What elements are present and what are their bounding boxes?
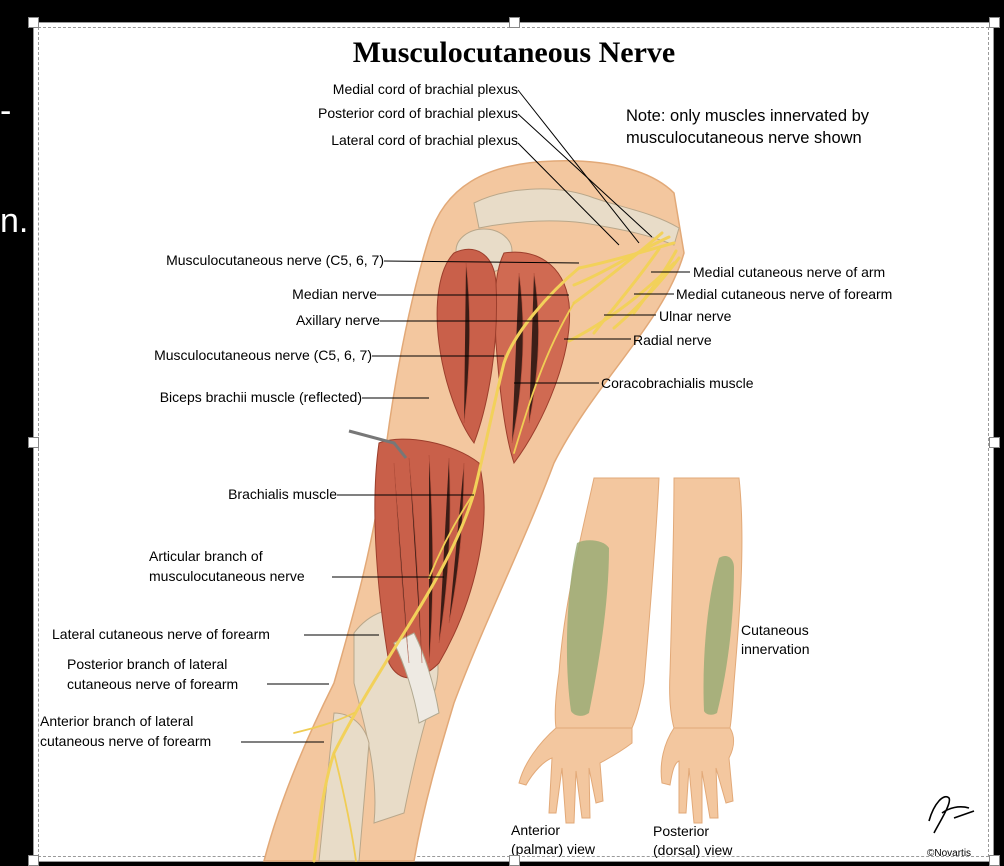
figure-title: Musculocutaneous Nerve xyxy=(353,36,675,69)
label-cutaneous: Cutaneous xyxy=(741,622,809,638)
innervation-region-posterior xyxy=(703,556,734,715)
musculocutaneous-nerve xyxy=(312,266,581,863)
label-palmar-view: (palmar) view xyxy=(511,841,596,857)
posterior-branch-nerve xyxy=(293,712,355,734)
label-biceps-brachii: Biceps brachii muscle (reflected) xyxy=(160,389,362,405)
label-coracobrachialis: Coracobrachialis muscle xyxy=(601,375,754,391)
label-posterior-branch-2: cutaneous nerve of forearm xyxy=(67,676,238,692)
articular-branch xyxy=(428,492,475,579)
resize-handle-left[interactable] xyxy=(28,437,39,448)
leader-lines xyxy=(241,89,690,743)
label-medial-cutaneous-arm: Medial cutaneous nerve of arm xyxy=(693,264,885,280)
label-medial-cutaneous-forearm: Medial cutaneous nerve of forearm xyxy=(676,286,892,302)
resize-handle-top-left[interactable] xyxy=(28,17,39,28)
forearm-posterior-view xyxy=(660,477,743,824)
label-articular-branch-2: musculocutaneous nerve xyxy=(149,568,305,584)
resize-handle-bottom-right[interactable] xyxy=(989,855,1000,866)
forearm-anterior-view xyxy=(518,477,660,824)
brachial-plexus xyxy=(567,231,681,343)
label-articular-branch: Articular branch of xyxy=(149,548,263,564)
label-ulnar-nerve: Ulnar nerve xyxy=(659,308,732,324)
resize-handle-top[interactable] xyxy=(509,17,520,28)
arm-illustration xyxy=(263,160,685,863)
resize-handle-bottom[interactable] xyxy=(509,855,520,866)
label-anterior-branch-2: cutaneous nerve of forearm xyxy=(40,733,211,749)
retractor-hook xyxy=(348,429,408,459)
resize-handle-bottom-left[interactable] xyxy=(28,855,39,866)
label-anterior: Anterior xyxy=(511,822,560,838)
label-posterior-branch: Posterior branch of lateral xyxy=(67,656,227,672)
label-radial-nerve: Radial nerve xyxy=(633,332,712,348)
label-posterior: Posterior xyxy=(653,823,709,839)
resize-handle-top-right[interactable] xyxy=(989,17,1000,28)
note-line: Note: only muscles innervated by xyxy=(626,107,870,125)
innervation-region-anterior xyxy=(566,540,609,716)
label-dorsal-view: (dorsal) view xyxy=(653,842,733,858)
clavicle-bone xyxy=(473,188,680,246)
biceps-tendon xyxy=(393,632,440,724)
label-medial-cord: Medial cord of brachial plexus xyxy=(333,81,518,97)
label-median-nerve: Median nerve xyxy=(292,286,377,302)
label-innervation: innervation xyxy=(741,641,810,657)
slide-text-fragment: - xyxy=(0,92,12,130)
label-musculocutaneous-nerve: Musculocutaneous nerve (C5, 6, 7) xyxy=(166,252,384,268)
credit-novartis: ©Novartis xyxy=(927,848,971,859)
note-line: musculocutaneous nerve shown xyxy=(626,129,862,147)
median-nerve-branch xyxy=(513,302,575,454)
label-lateral-cutaneous: Lateral cutaneous nerve of forearm xyxy=(52,626,270,642)
artist-signature xyxy=(928,796,975,834)
slide-text-fragment: n. xyxy=(0,202,29,240)
forearm-bone xyxy=(318,712,370,862)
label-musculocutaneous-nerve-2: Musculocutaneous nerve (C5, 6, 7) xyxy=(154,347,372,363)
label-anterior-branch: Anterior branch of lateral xyxy=(40,713,193,729)
anterior-hand xyxy=(518,727,633,824)
label-lateral-cord: Lateral cord of brachial plexus xyxy=(331,132,518,148)
anterior-branch-nerve xyxy=(333,752,357,862)
posterior-hand xyxy=(660,727,735,824)
resize-handle-right[interactable] xyxy=(989,437,1000,448)
label-brachialis: Brachialis muscle xyxy=(228,486,337,502)
label-posterior-cord: Posterior cord of brachial plexus xyxy=(318,105,518,121)
label-axillary-nerve: Axillary nerve xyxy=(296,312,380,328)
anatomy-figure: Musculocutaneous Nerve Note: only muscle… xyxy=(40,36,975,863)
image-frame[interactable]: Musculocutaneous Nerve Note: only muscle… xyxy=(33,22,994,863)
